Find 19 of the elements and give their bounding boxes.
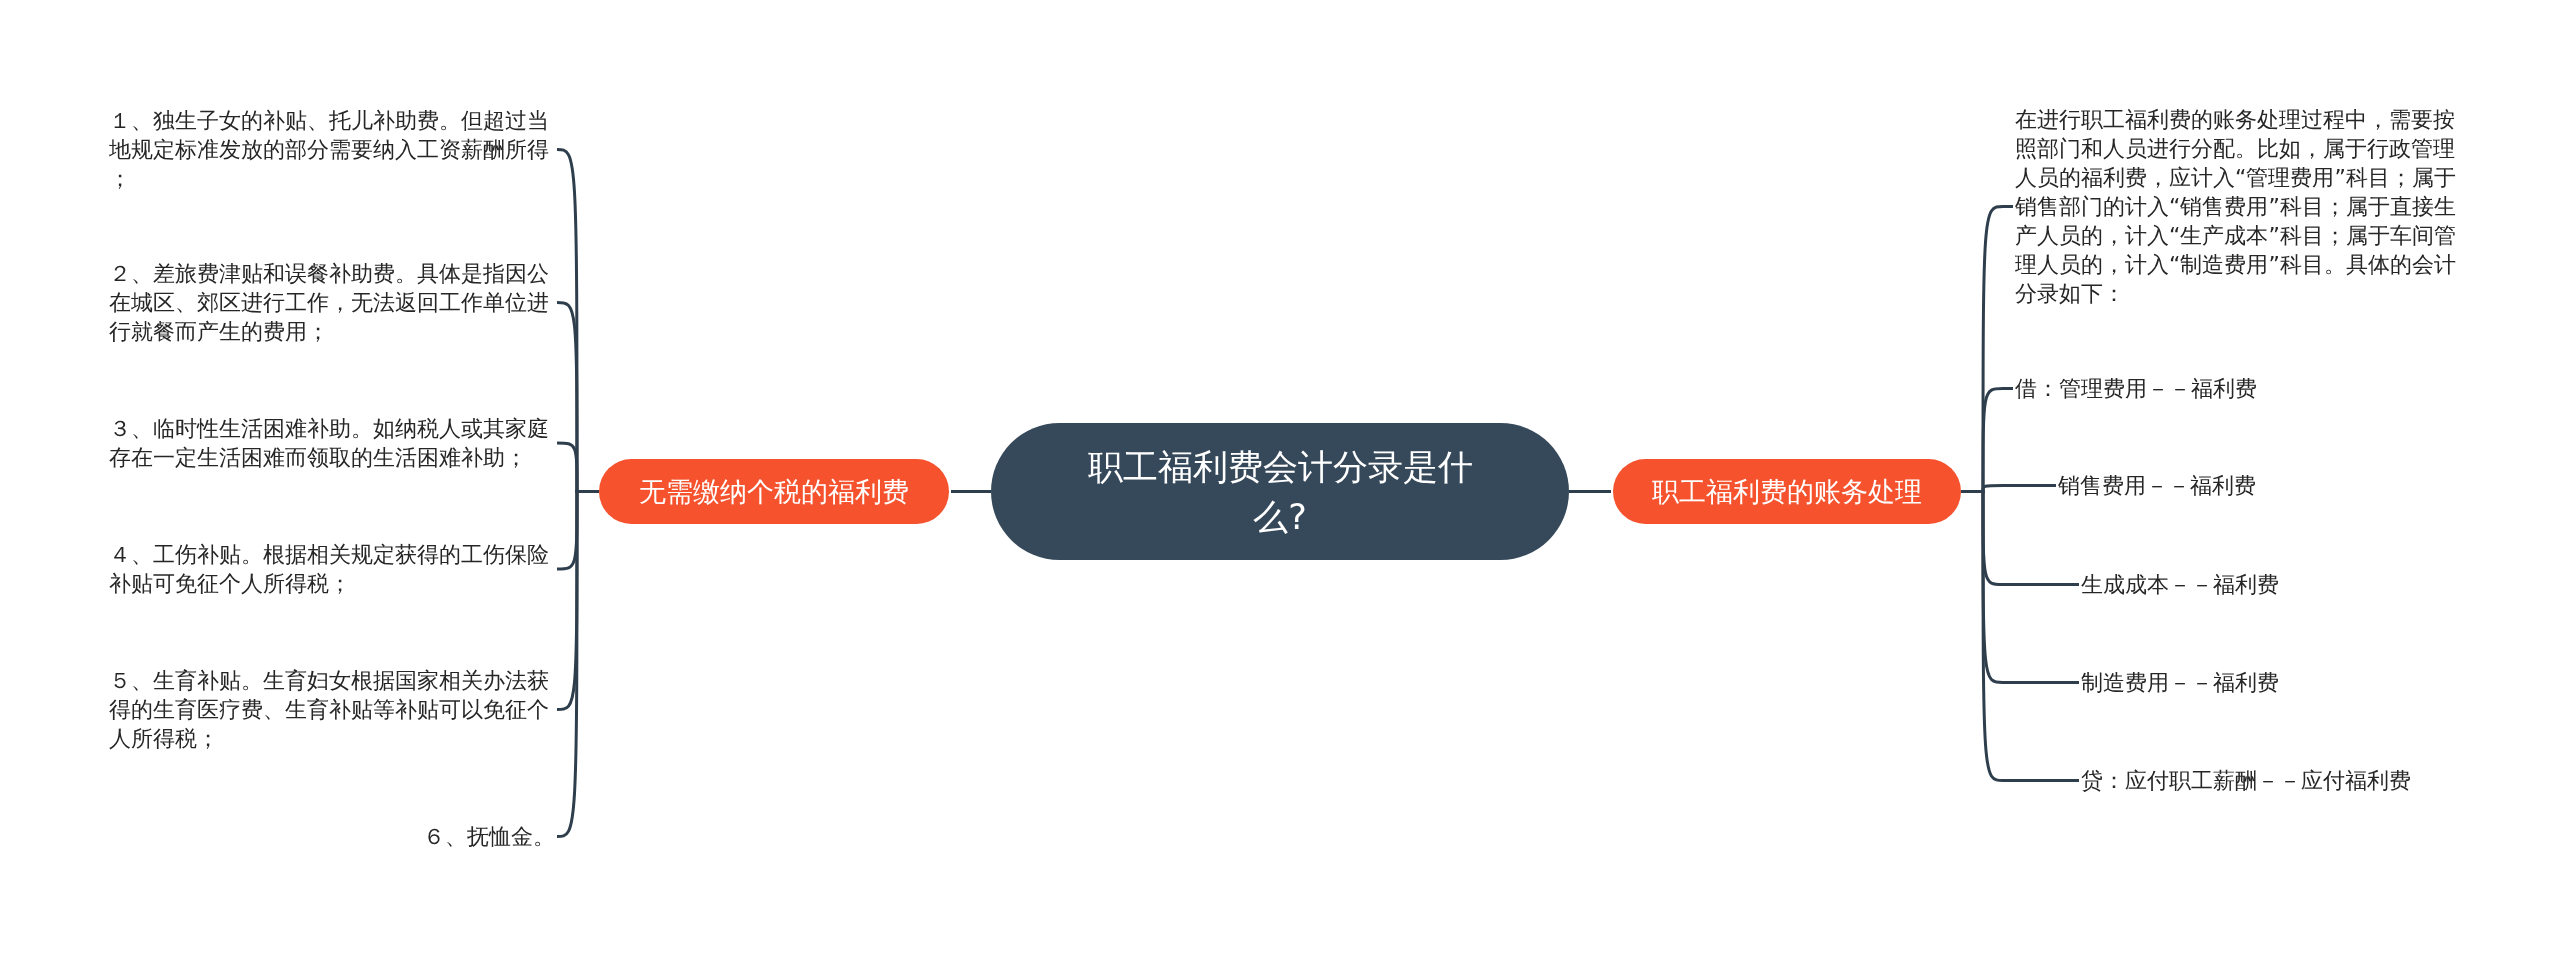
central-topic: 职工福利费会计分录是什么? <box>991 423 1569 560</box>
connector-line <box>1961 490 2079 782</box>
branch-topic: 无需缴纳个税的福利费 <box>599 459 949 524</box>
connector-line <box>555 490 599 838</box>
subtopic-text: ５、生育补贴。生育妇女根据国家相关办法获得的生育医疗费、生育补贴等补贴可以免征个人所得税； <box>109 666 555 753</box>
subtopic-text: 制造费用－－福利费 <box>2081 668 2279 697</box>
subtopic-text: 销售费用－－福利费 <box>2058 471 2256 500</box>
subtopic-text: ４、工伤补贴。根据相关规定获得的工伤保险补贴可免征个人所得税； <box>109 540 555 598</box>
subtopic-text: ３、临时性生活困难补助。如纳税人或其家庭存在一定生活困难而领取的生活困难补助； <box>109 414 555 472</box>
subtopic-text: ６、抚恤金。 <box>423 822 555 851</box>
subtopic-text: 在进行职工福利费的账务处理过程中，需要按照部门和人员进行分配。比如，属于行政管理人员的福利费，应计入“管理费用”科目；属于销售部门的计入“销售费用”科目；属于直接生产人员的，计入“生产成本”科目；属于车间管理人员的，计入“制造费用”科目。具体的会计分录如下： <box>2015 105 2461 308</box>
branch-topic: 职工福利费的账务处理 <box>1613 459 1961 524</box>
subtopic-text: 生成成本－－福利费 <box>2081 570 2279 599</box>
subtopic-text: １、独生子女的补贴、托儿补助费。但超过当地规定标准发放的部分需要纳入工资薪酬所得； <box>109 106 555 193</box>
connector-line <box>1569 490 1611 493</box>
subtopic-text: 借：管理费用－－福利费 <box>2015 374 2257 403</box>
connector-line <box>951 490 991 493</box>
subtopic-text: ２、差旅费津贴和误餐补助费。具体是指因公在城区、郊区进行工作，无法返回工作单位进行就餐而产生的费用； <box>109 259 555 346</box>
subtopic-text: 贷：应付职工薪酬－－应付福利费 <box>2081 766 2411 795</box>
